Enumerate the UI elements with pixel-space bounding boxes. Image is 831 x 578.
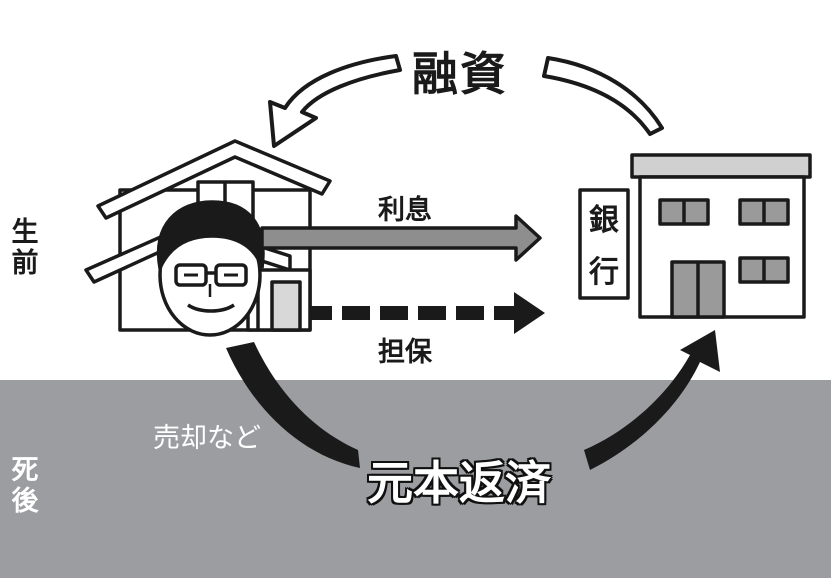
after-death-char-2: 後 — [11, 486, 39, 517]
repayment-arrow — [584, 330, 720, 470]
bank-icon — [578, 153, 812, 319]
bank-sign-char-1: 銀 — [589, 203, 619, 238]
bank-sign — [578, 188, 630, 300]
life-before-label: 生 前 — [8, 217, 42, 279]
life-before-char-1: 生 — [11, 217, 39, 248]
after-death-band — [0, 380, 831, 578]
financing-label: 融資 — [412, 47, 508, 101]
financing-arrow-left — [268, 54, 402, 148]
interest-label: 利息 — [378, 195, 432, 226]
sale-arrow — [226, 342, 360, 468]
collateral-arrow — [310, 292, 545, 334]
life-before-char-2: 前 — [11, 248, 39, 279]
sale-etc-label: 売却など — [153, 423, 261, 454]
financing-arrow-right — [542, 56, 664, 136]
interest-arrow — [260, 214, 542, 262]
principal-repayment-label: 元本返済 — [367, 456, 551, 510]
after-death-char-1: 死 — [11, 455, 39, 486]
collateral-label: 担保 — [378, 337, 432, 368]
man-face-icon — [156, 200, 265, 337]
after-death-label: 死 後 — [8, 455, 42, 517]
bank-sign-char-2: 行 — [589, 255, 619, 290]
